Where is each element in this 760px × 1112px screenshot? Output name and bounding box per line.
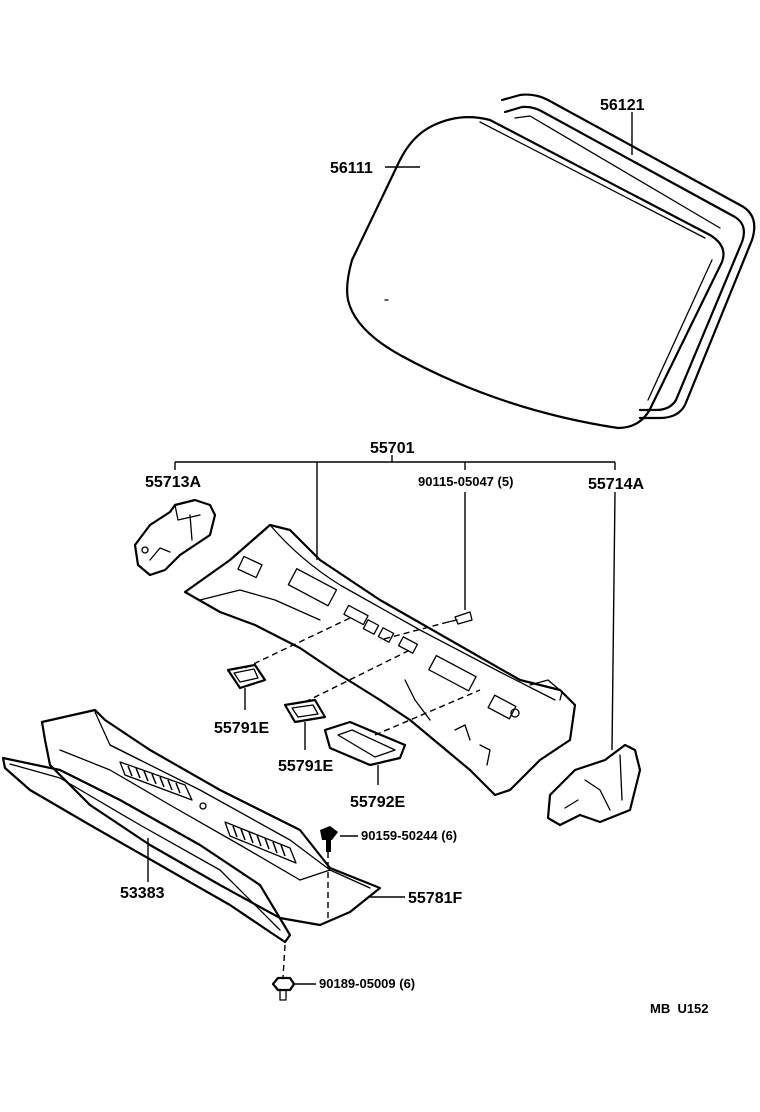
screw-90115-05047 (447, 611, 473, 625)
label-55713A: 55713A (145, 474, 201, 491)
windshield-glass (346, 115, 725, 430)
seal-55792E-part (323, 720, 407, 785)
label-90159-50244: 90159-50244 (6) (361, 828, 457, 843)
louver-hole (199, 802, 207, 810)
cowl-side-right-part (546, 743, 642, 827)
dashed-connector-3 (374, 689, 481, 736)
label-55792E: 55792E (350, 794, 405, 811)
cowl-louver-part (40, 708, 382, 927)
dashed-connector-2 (304, 649, 411, 703)
diagram-code: MB U152 (650, 1001, 709, 1016)
bolt-90159-50244 (320, 826, 338, 852)
label-90115-05047: 90115-05047 (5) (418, 474, 513, 489)
label-55781F: 55781F (408, 890, 462, 907)
louver-vent-left (119, 761, 193, 801)
weatherstrip-part (1, 756, 292, 944)
label-56121: 56121 (600, 97, 645, 114)
seal-55791E-b-part (283, 698, 327, 750)
cowl-side-left-part (133, 498, 217, 577)
windshield-molding (500, 93, 756, 420)
clip-90189-05009 (271, 976, 296, 1001)
dashed-connector-clip (282, 944, 286, 979)
louver-vent-right (224, 821, 297, 864)
dashed-connector-1 (244, 617, 351, 669)
label-90189-05009: 90189-05009 (6) (319, 976, 415, 991)
group-bracket-55701 (174, 455, 616, 751)
label-53383: 53383 (120, 885, 165, 902)
label-55714A: 55714A (588, 476, 644, 493)
cowl-top-panel (183, 523, 577, 797)
dashed-connector-4 (379, 621, 449, 641)
seal-55791E-a-part (226, 663, 267, 710)
label-55701: 55701 (370, 440, 415, 457)
label-55791E-a: 55791E (214, 720, 269, 737)
label-56111: 56111 (330, 160, 373, 177)
label-55791E-b: 55791E (278, 758, 333, 775)
